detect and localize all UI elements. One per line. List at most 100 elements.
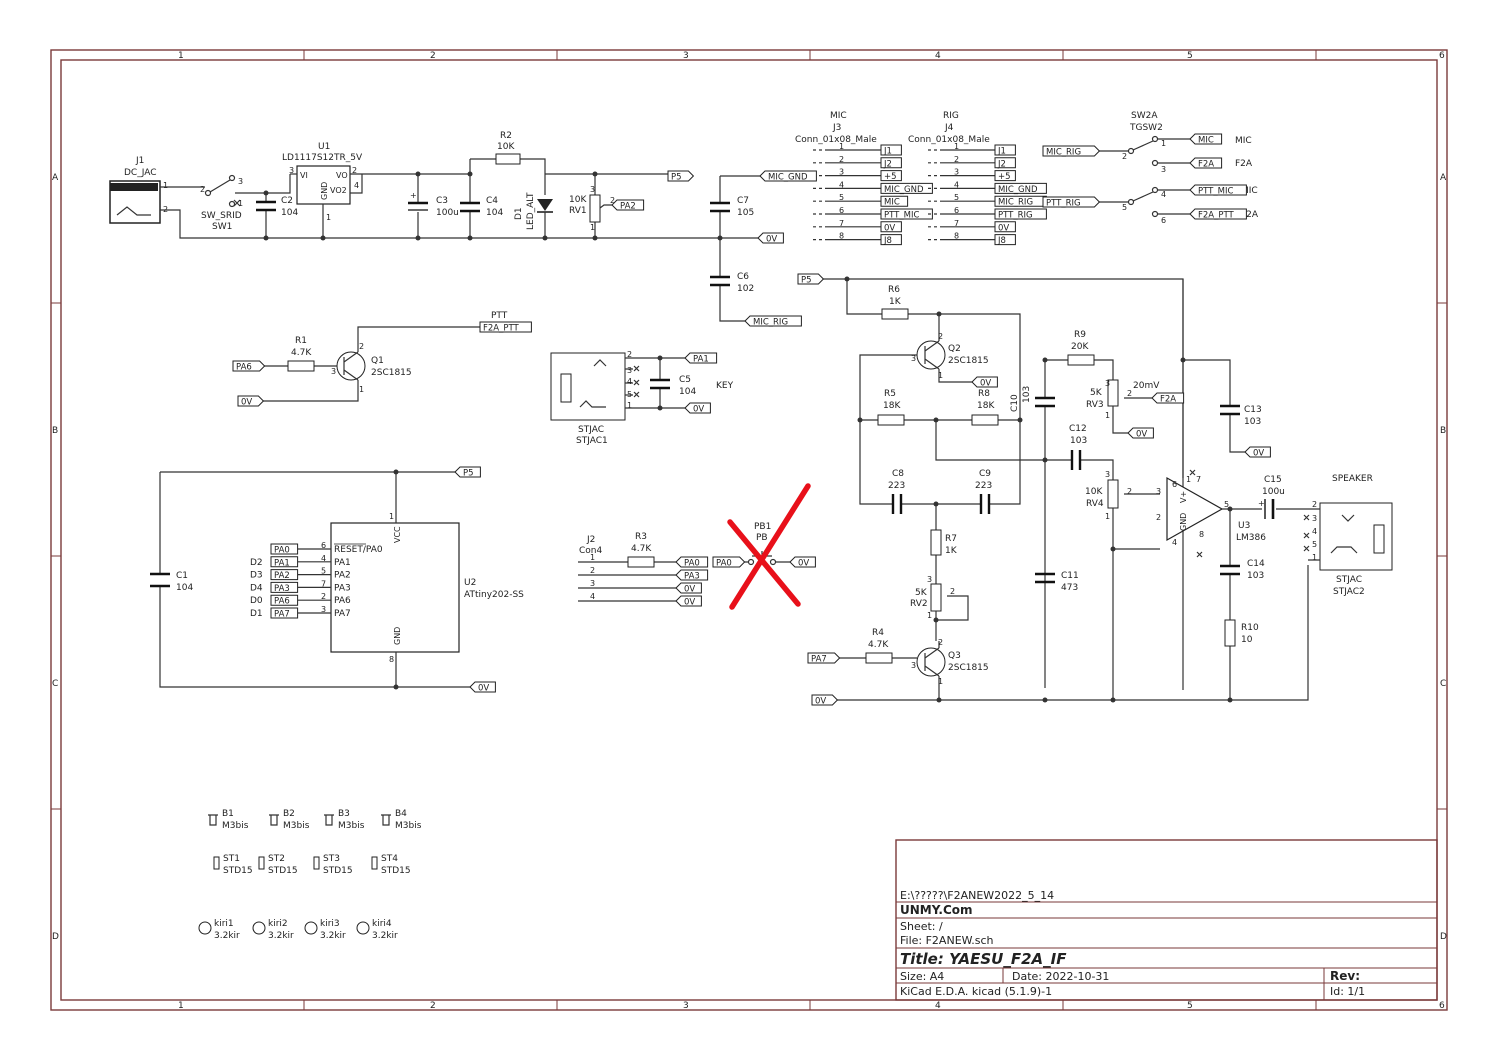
j3rows-net-3: MIC_GND	[880, 182, 933, 195]
j3-title: MIC	[830, 111, 847, 121]
net-p5-osc: P5	[797, 273, 825, 286]
rv3-note: 20mV	[1133, 381, 1160, 391]
j3rows-pin-3: 3	[839, 168, 844, 177]
j4rows-pin-6: 6	[954, 206, 959, 215]
sw1-ref: SW1	[212, 222, 232, 232]
stjac1-pin3: 3	[627, 366, 632, 375]
sw2a-ref: SW2A	[1131, 111, 1158, 121]
u2-net-pa6: PA6	[270, 594, 299, 607]
c5-value: 104	[679, 387, 696, 397]
u3-vplus: V+	[1179, 491, 1188, 503]
j3rows-net-0: J1	[880, 144, 902, 157]
net-f2a-ptt-sw2: F2A_PTT	[1189, 208, 1247, 221]
u1-vi: VI	[300, 171, 308, 180]
j4rows-net-2-text: +5	[998, 172, 1011, 182]
tb-file: File: F2ANEW.sch	[900, 934, 994, 947]
c2-ref: C2	[281, 196, 293, 206]
net-p5-top-text: P5	[671, 173, 682, 183]
u2-pinname-5: PA2	[334, 571, 351, 581]
c3-ref: C3	[436, 196, 448, 206]
u2-pinname-6: RESET/PA0	[334, 545, 383, 555]
j4rows-net-4: MIC_RIG	[994, 195, 1047, 208]
bolt-ref: B4	[395, 809, 407, 819]
u1-pin2: 2	[352, 166, 357, 175]
mic-coupling-section: C7 105 C6 102	[710, 175, 760, 322]
net-0v-pb1-text: 0V	[798, 559, 809, 569]
net-pa1-key: PA1	[684, 352, 718, 365]
r8-value: 18K	[977, 401, 995, 411]
stjac1-pin4: 4	[627, 377, 632, 386]
net-0v-pb1: 0V	[789, 556, 816, 569]
c3-plus: +	[410, 191, 417, 200]
net-pa0-j2-text: PA0	[684, 559, 700, 569]
j4rows-net-0-text: J1	[997, 147, 1006, 157]
bolt-value: M3bis	[283, 821, 310, 831]
c10-ref: C10	[1010, 394, 1020, 412]
stjac1-pin5: 5	[627, 390, 632, 399]
u2-pinname-4: PA1	[334, 558, 351, 568]
j4rows-net-6: 0V	[994, 221, 1016, 233]
j4rows-net-5: PTT_RIG	[994, 208, 1047, 221]
net-ptt-mic-sw2-text: PTT_MIC	[1198, 187, 1233, 197]
j1-ref: J1	[135, 156, 144, 166]
sw1-pin2: 2	[200, 185, 205, 194]
q2-pin1: 1	[938, 371, 943, 380]
net-pa6-q1-text: PA6	[236, 363, 252, 373]
rv1-pin3: 3	[590, 185, 595, 194]
key-jack-stjac1: 2 3 4 5 1 STJAC STJAC1 C5 104 KEY	[550, 350, 734, 446]
standoff-ref: ST4	[381, 854, 398, 864]
audio-amp-section: R9 20K 20mV 5K RV3 3 2 1 C12 103 10K RV4…	[1035, 279, 1308, 700]
col-label-2-bottom: 2	[430, 1001, 436, 1011]
sw2a-side-f2a-2: F2A	[1241, 210, 1259, 220]
hole-ref: kiri2	[268, 919, 288, 929]
u2-net-pa7-text: PA7	[274, 610, 290, 620]
col-label-3-top: 3	[683, 51, 689, 61]
rv2-value: 5K	[915, 588, 928, 598]
u2-net-pa1-text: PA1	[274, 558, 290, 568]
stjac1-value: STJAC	[578, 425, 604, 435]
tb-company: UNMY.Com	[900, 903, 973, 917]
j3rows-net-6-text: 0V	[884, 223, 895, 233]
net-f2a-ptt-sw2-text: F2A_PTT	[1198, 211, 1235, 221]
net-0v-q2: 0V	[971, 376, 998, 389]
r5-ref: R5	[884, 389, 896, 399]
r3-ref: R3	[635, 532, 647, 542]
u2-pinname-7: PA3	[334, 583, 351, 593]
q3-pin3: 3	[911, 661, 916, 670]
sheet-border: 1 2 3 4 5 6 1 2 3 4 5 6 A B C D A B C D	[50, 49, 1448, 1011]
oscillator-section: R6 1K Q2 2SC1815 2 3 1 R5 18K R8 18K C10…	[818, 276, 1309, 703]
q2-ref: Q2	[948, 344, 961, 354]
j4rows-net-0: J1	[994, 144, 1016, 157]
r10-value: 10	[1241, 635, 1253, 645]
j3rows-pin-4: 4	[839, 180, 844, 189]
u2-net-pa3: PA3	[270, 581, 299, 594]
j3rows-net-0-text: J1	[883, 147, 892, 157]
c6-value: 102	[737, 284, 754, 294]
net-f2a-ptt-q1: F2A_PTT	[479, 321, 532, 334]
net-0v-top-text: 0V	[766, 235, 777, 245]
row-label-b-right: B	[1440, 426, 1446, 436]
u3-pin1: 1	[1186, 475, 1191, 484]
j3rows-net-5-text: PTT_MIC	[884, 211, 919, 221]
r5-value: 18K	[883, 401, 901, 411]
rv1-value: 10K	[569, 195, 587, 205]
hole-value: 3.2kir	[372, 931, 398, 941]
c8-value: 223	[888, 481, 905, 491]
sw2a-pin4: 4	[1161, 190, 1166, 199]
u2-net-pa6-text: PA6	[274, 597, 290, 607]
r1-ref: R1	[295, 336, 307, 346]
ptt-transistor-q1: R1 4.7K Q1 2SC1815 2 3 1 PTT	[258, 311, 508, 402]
col-label-4-bottom: 4	[935, 1001, 941, 1011]
j1-pin1: 1	[163, 181, 168, 190]
u2-pinnum-4: 4	[321, 554, 326, 563]
c5-ref: C5	[679, 375, 691, 385]
j3rows-pin-7: 7	[839, 219, 844, 228]
j4rows-net-7: J8	[994, 234, 1016, 246]
c7-value: 105	[737, 208, 754, 218]
stjac2-pin5: 5	[1312, 540, 1317, 549]
net-0v-c13-text: 0V	[1253, 449, 1264, 459]
j3rows-net-2-text: +5	[884, 172, 897, 182]
